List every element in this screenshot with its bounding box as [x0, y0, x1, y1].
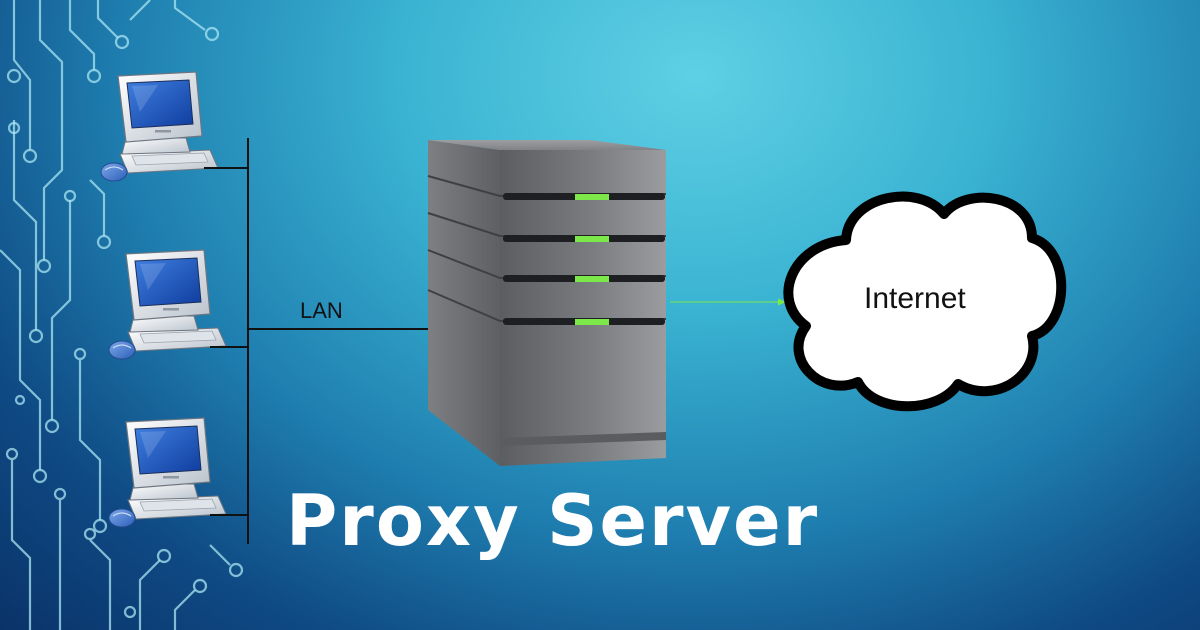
- lan-wiring: LAN: [204, 138, 442, 544]
- proxy-server: [427, 140, 667, 466]
- desktop-computer-icon: [108, 249, 227, 360]
- internet-label: Internet: [864, 282, 966, 315]
- server-led: [575, 276, 609, 282]
- server-led: [575, 319, 609, 325]
- diagram-title: Proxy Server: [286, 480, 820, 562]
- computer-1: [100, 71, 219, 182]
- internet: Internet: [783, 191, 1067, 412]
- desktop-computer-icon: [100, 71, 219, 182]
- computer-2: [108, 249, 227, 360]
- server-tower-icon: [427, 140, 667, 466]
- server-led: [575, 194, 609, 200]
- connection-arrow: [670, 298, 786, 306]
- server-led: [575, 236, 609, 242]
- computer-3: [108, 417, 227, 528]
- lan-label: LAN: [300, 298, 343, 323]
- circuit-decoration: [0, 0, 244, 630]
- desktop-computer-icon: [108, 417, 227, 528]
- cloud-icon: [783, 191, 1067, 412]
